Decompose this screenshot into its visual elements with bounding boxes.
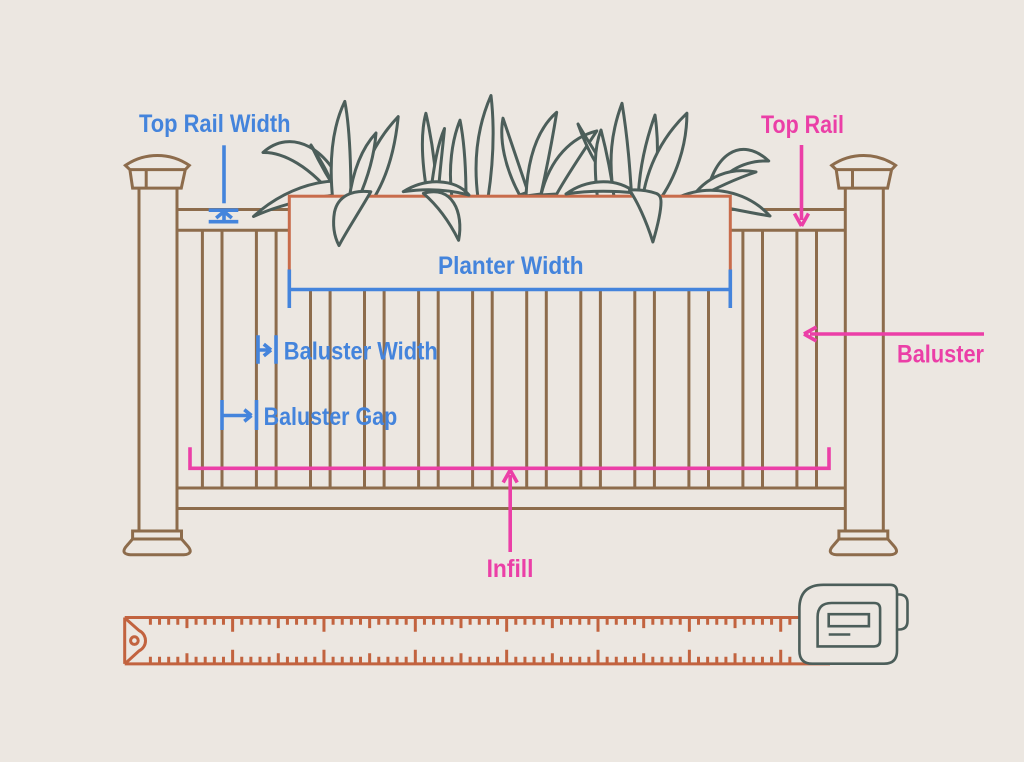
- svg-text:Infill: Infill: [487, 555, 534, 583]
- svg-text:Baluster Gap: Baluster Gap: [264, 403, 398, 431]
- svg-text:Baluster Width: Baluster Width: [284, 338, 438, 366]
- svg-text:Top Rail Width: Top Rail Width: [139, 110, 291, 138]
- svg-text:Baluster: Baluster: [897, 341, 984, 369]
- svg-text:Planter Width: Planter Width: [438, 252, 584, 280]
- svg-text:Top Rail: Top Rail: [761, 111, 844, 139]
